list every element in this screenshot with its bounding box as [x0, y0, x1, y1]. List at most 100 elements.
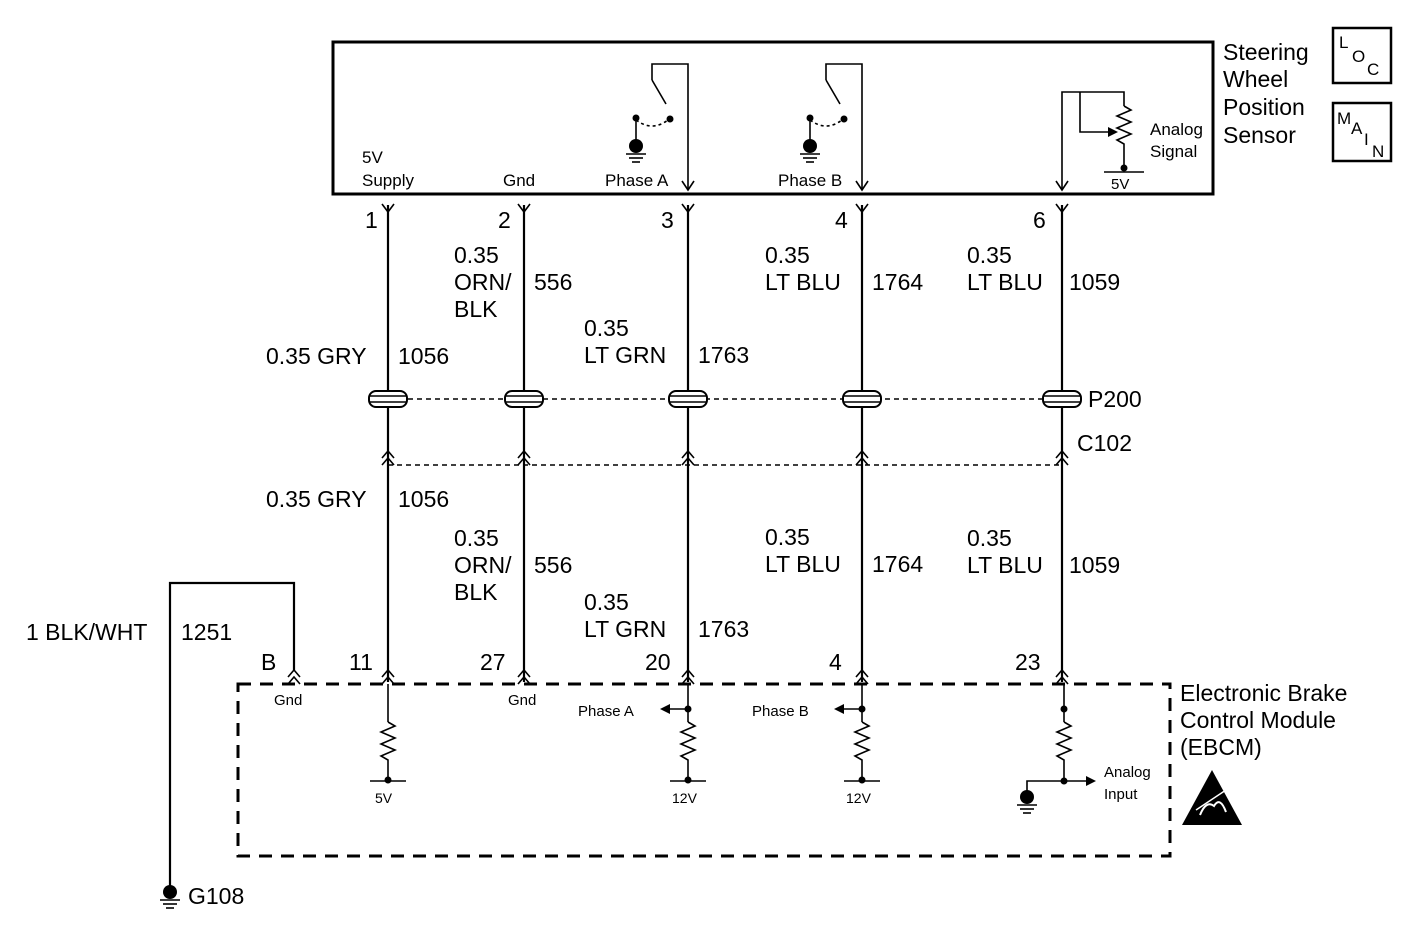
circuit-1056-top: 1056 [398, 343, 449, 369]
ebcm-pin-11: 11 [349, 649, 373, 675]
circuit-1764-bottom: 1764 [872, 551, 923, 577]
wire-size-556-top: 0.35 [454, 242, 499, 268]
sensor-pin-3: 3 [661, 207, 674, 233]
sensor-analog-label2: Signal [1150, 142, 1197, 161]
p200-terminal-1 [368, 390, 408, 408]
ebcm-phase-b-circuit-icon [834, 684, 880, 784]
ebcm-5v-label: 5V [375, 790, 393, 806]
ebcm-12v-b-label: 12V [846, 790, 872, 806]
wires [168, 205, 1064, 888]
main-badge[interactable]: M A I N [1331, 101, 1393, 163]
sensor-pin-supply-label: 5V [362, 148, 383, 167]
ebcm-12v-a-label: 12V [672, 790, 698, 806]
circuit-1763-top: 1763 [698, 342, 749, 368]
sensor-pin-6: 6 [1033, 207, 1046, 233]
ebcm-title-line1: Electronic Brake [1180, 680, 1347, 706]
wire-size-1764-top: 0.35 [765, 242, 810, 268]
ebcm-pin-27: 27 [480, 649, 506, 675]
wire-color-1763-top: LT GRN [584, 342, 666, 368]
wire-color-1251: 1 BLK/WHT [26, 619, 147, 645]
sensor-title-line1: Steering [1223, 39, 1309, 65]
circuit-1764-top: 1764 [872, 269, 923, 295]
potentiometer-icon [1061, 91, 1144, 190]
main-badge-m: M [1337, 109, 1351, 128]
connector-c102-label: C102 [1077, 430, 1132, 456]
circuit-556-top: 556 [534, 269, 572, 295]
sensor-pin-4: 4 [835, 207, 848, 233]
lower-wire-labels: 0.35 GRY 1056 0.35 ORN/ BLK 556 0.35 LT … [26, 486, 1120, 645]
p200-terminal-3 [668, 390, 708, 408]
p200-terminal-2 [504, 390, 544, 408]
circuit-556-bottom: 556 [534, 552, 572, 578]
ground-g108-label: G108 [188, 883, 244, 909]
p200-terminal-4 [842, 390, 882, 408]
sensor-analog-ref-label: 5V [1111, 176, 1129, 193]
ebcm-analog-label2: Input [1104, 786, 1138, 803]
wire-1251 [168, 581, 296, 888]
sensor-pin-supply-label2: Supply [362, 171, 414, 190]
ebcm-phase-a-label: Phase A [578, 703, 634, 720]
sensor-box [331, 40, 1215, 196]
ebcm-5v-resistor-icon [370, 684, 406, 784]
connector-p200[interactable]: P200 [368, 386, 1142, 412]
circuit-1763-bottom: 1763 [698, 616, 749, 642]
circuit-1059-bottom: 1059 [1069, 552, 1120, 578]
circuit-1056-bottom: 1056 [398, 486, 449, 512]
wire-size-1763-top: 0.35 [584, 315, 629, 341]
wire-color-1764-top: LT BLU [765, 269, 841, 295]
ebcm-gnd-27-label: Gnd [508, 692, 536, 709]
wire-color-1764-bottom: LT BLU [765, 551, 841, 577]
loc-badge[interactable]: L O C [1331, 26, 1393, 85]
sensor-pin-gnd-label: Gnd [503, 171, 535, 190]
ebcm-phase-a-circuit-icon [660, 684, 706, 784]
wire-size-1764-bottom: 0.35 [765, 524, 810, 550]
ebcm-analog-label: Analog [1104, 764, 1151, 781]
main-badge-a: A [1351, 119, 1363, 138]
p200-terminal-6 [1042, 390, 1082, 408]
wire-size-1059-top: 0.35 [967, 242, 1012, 268]
wire-size-1059-bottom: 0.35 [967, 525, 1012, 551]
wire-color2-556-top: BLK [454, 296, 498, 322]
sensor-pin-phase-a-label: Phase A [605, 171, 669, 190]
ebcm-gnd-b-label: Gnd [274, 692, 302, 709]
wire-size-556-bottom: 0.35 [454, 525, 499, 551]
circuit-1251: 1251 [181, 619, 232, 645]
esd-warning-icon [1182, 770, 1242, 825]
sensor-title-line3: Position [1223, 94, 1305, 120]
loc-badge-c: C [1367, 60, 1379, 79]
main-badge-i: I [1364, 130, 1369, 149]
wire-size-1763-bottom: 0.35 [584, 589, 629, 615]
ebcm-title-line2: Control Module [1180, 707, 1336, 733]
loc-badge-o: O [1352, 47, 1365, 66]
circuit-1059-top: 1059 [1069, 269, 1120, 295]
ebcm-box [236, 682, 1172, 858]
sensor-pin-arrows [681, 180, 1069, 192]
ebcm-pin-b: B [261, 649, 276, 675]
wire-color-1059-top: LT BLU [967, 269, 1043, 295]
ebcm-connector-marks [287, 668, 1069, 685]
loc-badge-l: L [1339, 33, 1348, 52]
wire-color-1059-bottom: LT BLU [967, 552, 1043, 578]
sensor-title-line4: Sensor [1223, 122, 1296, 148]
sensor-component: Steering Wheel Position Sensor 5V Supply… [331, 39, 1309, 196]
sensor-pin-phase-b-label: Phase B [778, 171, 842, 190]
sensor-pin-1: 1 [365, 207, 378, 233]
wire-color-1056-top: 0.35 GRY [266, 343, 367, 369]
wire-color-556-top: ORN/ [454, 269, 512, 295]
ground-g108-icon [160, 885, 180, 909]
wire-color-1763-bottom: LT GRN [584, 616, 666, 642]
phase-a-switch-icon [626, 63, 689, 190]
wire-color-1056-bottom: 0.35 GRY [266, 486, 367, 512]
connector-c102[interactable]: C102 [381, 430, 1132, 466]
sensor-connector-marks [381, 203, 1069, 214]
ebcm-pin-20: 20 [645, 649, 671, 675]
ebcm-title-line3: (EBCM) [1180, 734, 1262, 760]
sensor-title-line2: Wheel [1223, 66, 1288, 92]
connector-p200-label: P200 [1088, 386, 1142, 412]
c102-marks [381, 449, 1069, 466]
wire-color2-556-bottom: BLK [454, 579, 498, 605]
upper-wire-labels: 0.35 GRY 1056 0.35 ORN/ BLK 556 0.35 LT … [266, 242, 1120, 369]
ebcm-pin-4: 4 [829, 649, 842, 675]
wire-color-556-bottom: ORN/ [454, 552, 512, 578]
ebcm-analog-input-icon [1017, 684, 1096, 814]
